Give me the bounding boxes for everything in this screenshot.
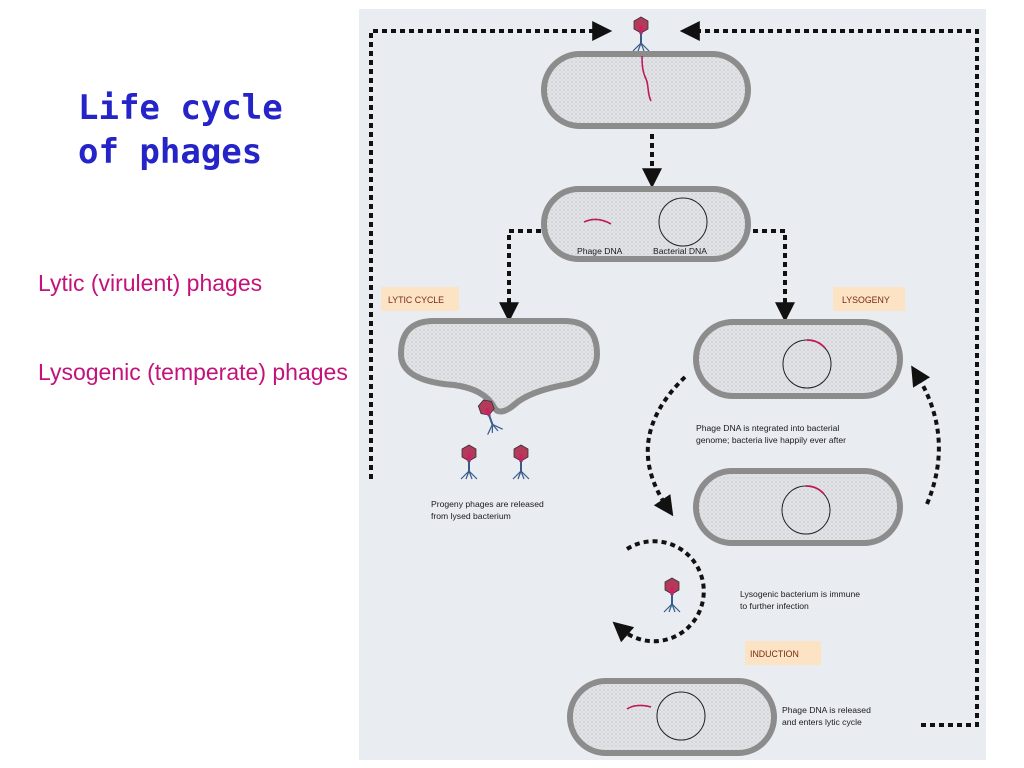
label-progeny-line-2: from lysed bacterium <box>431 511 511 521</box>
induced-bacterium <box>567 678 777 756</box>
title-line-2: of phages <box>78 132 263 172</box>
lysogeny-cycle-arrows <box>645 365 941 517</box>
svg-text:LYTIC CYCLE: LYTIC CYCLE <box>388 295 444 305</box>
label-immune-line-1: Lysogenic bacterium is immune <box>740 589 860 599</box>
label-immune-line-2: to further infection <box>740 601 809 611</box>
label-progeny-line-1: Progeny phages are released <box>431 499 544 509</box>
tag-lysogeny: LYSOGENY <box>833 287 905 311</box>
svg-text:INDUCTION: INDUCTION <box>750 649 799 659</box>
bacterium-with-phage-dna <box>541 186 751 262</box>
outer-cycle-arrows <box>369 21 979 727</box>
svg-text:LYSOGENY: LYSOGENY <box>842 295 890 305</box>
tag-lytic-cycle: LYTIC CYCLE <box>381 287 459 311</box>
immunity-circular-arrow <box>612 539 706 644</box>
label-integrated-line-1: Phage DNA is ntegrated into bacterial <box>696 423 839 433</box>
label-released-line-2: and enters lytic cycle <box>782 717 862 727</box>
bullet-lysogenic-phages: Lysogenic (temperate) phages <box>38 359 348 385</box>
label-phage-dna: Phage DNA <box>577 246 623 256</box>
title-line-1: Life cycle <box>78 88 283 128</box>
lysogen-bacterium-1 <box>693 319 903 399</box>
label-integrated-line-2: genome; bacteria live happily ever after <box>696 435 846 445</box>
tag-induction: INDUCTION <box>745 641 821 665</box>
slide-title: Life cycle of phages <box>78 86 318 174</box>
lysed-bacterium <box>397 318 601 415</box>
label-released-line-1: Phage DNA is released <box>782 705 871 715</box>
infected-bacterium <box>541 51 751 129</box>
lysogen-bacterium-2 <box>693 468 903 546</box>
branch-arrows <box>499 229 795 323</box>
phage-life-cycle-diagram: Phage DNA Bacterial DNA LYTIC CYCLE LYSO… <box>359 9 986 760</box>
bullet-lytic-phages: Lytic (virulent) phages <box>38 270 263 296</box>
label-bacterial-dna: Bacterial DNA <box>653 246 707 256</box>
